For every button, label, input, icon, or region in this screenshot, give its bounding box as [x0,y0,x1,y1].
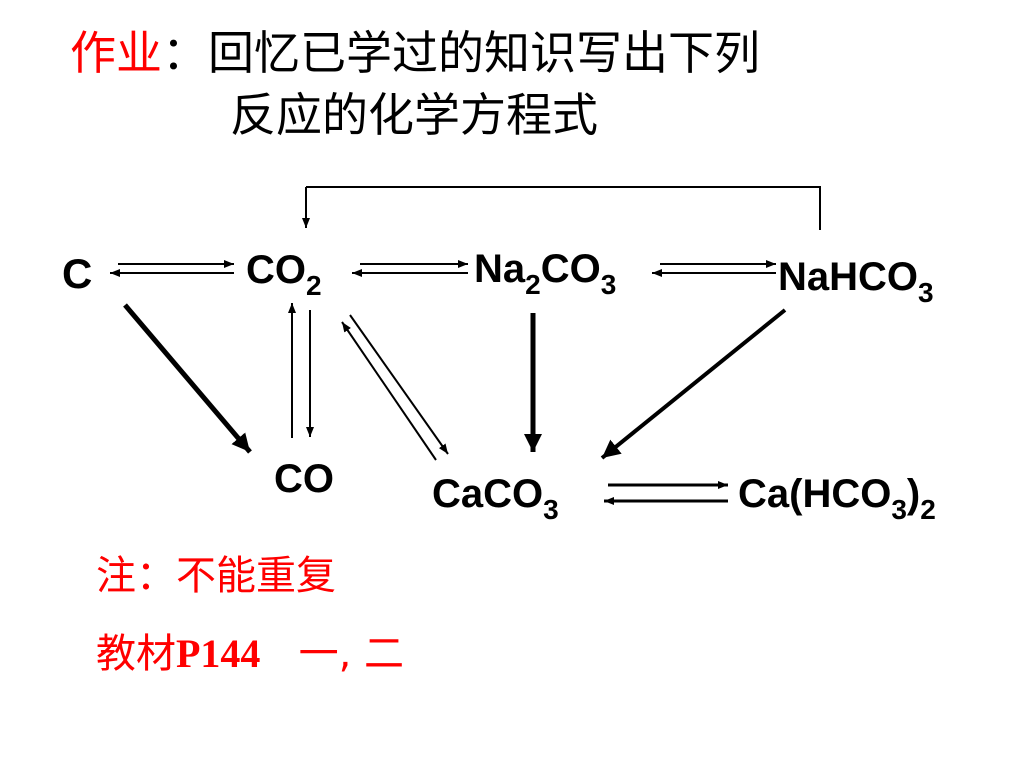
node-nahco3: NaHCO3 [778,255,934,308]
node-na2co3: Na2CO3 [474,247,616,300]
arrow-nahco3-to-caco3 [600,308,787,460]
node-cahco32: Ca(HCO3)2 [738,472,936,525]
node-co: CO [274,457,334,501]
node-c: C [62,250,92,297]
note-no-repeat: 注：不能重复 [96,553,336,599]
note-textbook-label: 教材 [96,631,176,677]
note-textbook-reference: 教材P144 一, 二 [96,630,404,678]
node-co2: CO2 [246,248,322,301]
arrow-c-co2-reversible [110,260,234,277]
note-exercises: 一, 二 [298,631,405,677]
arrow-c-to-co [123,303,252,454]
title-colon: ： [162,26,208,80]
arrow-co2-co-reversible [288,303,314,438]
title-line1: 回忆已学过的知识写出下列 [208,26,760,80]
note-page-number: P144 [176,631,261,676]
homework-title: 作业：回忆已学过的知识写出下列 反应的化学方程式 [70,22,760,146]
node-caco3: CaCO3 [432,472,559,525]
title-line2: 反应的化学方程式 [230,88,598,142]
homework-label: 作业 [70,26,162,80]
arrow-co2-caco3-reversible [341,314,449,461]
arrow-na2co3-nahco3-reversible [652,260,776,277]
arrow-co2-na2co3-reversible [352,260,468,277]
arrow-caco3-cahco32-reversible [604,481,728,505]
arrow-nahco3-to-co2 [302,186,821,230]
